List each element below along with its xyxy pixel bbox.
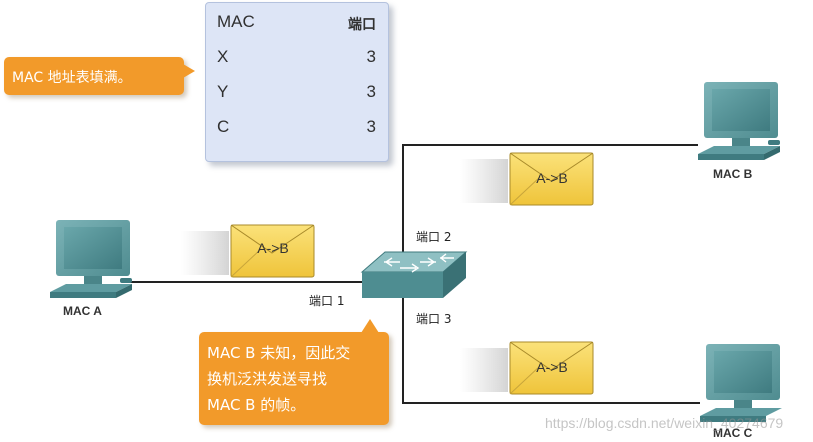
callout-pointer <box>183 64 195 78</box>
callout-table-full-text: MAC 地址表填满。 <box>12 70 132 86</box>
frame-label-to-c: A->B <box>536 359 568 375</box>
mac-cell: X <box>217 47 229 66</box>
host-label-b: MAC B <box>713 167 753 181</box>
watermark: https://blog.csdn.net/weixin_40274679 <box>545 415 784 431</box>
mac-column-header: MAC <box>217 12 255 31</box>
switch-icon <box>360 251 468 298</box>
port-cell: 3 <box>366 117 376 136</box>
port-column-header: 端口 <box>348 17 376 33</box>
port-label-1: 端口 1 <box>309 294 345 308</box>
mac-table-row: C 3 <box>206 117 388 141</box>
port-cell: 3 <box>366 82 376 101</box>
link-switch-to-c <box>402 296 700 404</box>
host-label-a: MAC A <box>63 304 102 318</box>
port-label-2: 端口 2 <box>416 230 452 244</box>
link-switch-to-b <box>402 144 698 268</box>
mac-table-header: MAC 端口 <box>206 12 388 36</box>
computer-icon-host-b <box>698 82 780 160</box>
host-label-c: MAC C <box>713 426 753 440</box>
port-label-3: 端口 3 <box>416 312 452 326</box>
port-cell: 3 <box>366 47 376 66</box>
frame-envelope-to-b: A->B <box>460 152 594 206</box>
frame-label-to-b: A->B <box>536 170 568 186</box>
callout-flooding-text: MAC B 未知，因此交 换机泛洪发送寻找 MAC B 的帧。 <box>207 344 351 414</box>
frame-label-to-switch: A->B <box>257 240 289 256</box>
mac-cell: C <box>217 117 230 136</box>
mac-address-table: MAC 端口 X 3 Y 3 C 3 <box>205 2 389 162</box>
computer-icon-host-c <box>700 344 782 422</box>
mac-table-row: X 3 <box>206 47 388 71</box>
computer-icon-host-a <box>50 220 132 298</box>
frame-envelope-to-switch: A->B <box>181 224 315 278</box>
mac-cell: Y <box>217 82 229 101</box>
callout-table-full: MAC 地址表填满。 <box>4 57 195 95</box>
mac-table-row: Y 3 <box>206 82 388 106</box>
callout-flooding: MAC B 未知，因此交 换机泛洪发送寻找 MAC B 的帧。 <box>199 319 389 425</box>
callout-pointer <box>361 319 379 333</box>
frame-envelope-to-c: A->B <box>460 341 594 395</box>
